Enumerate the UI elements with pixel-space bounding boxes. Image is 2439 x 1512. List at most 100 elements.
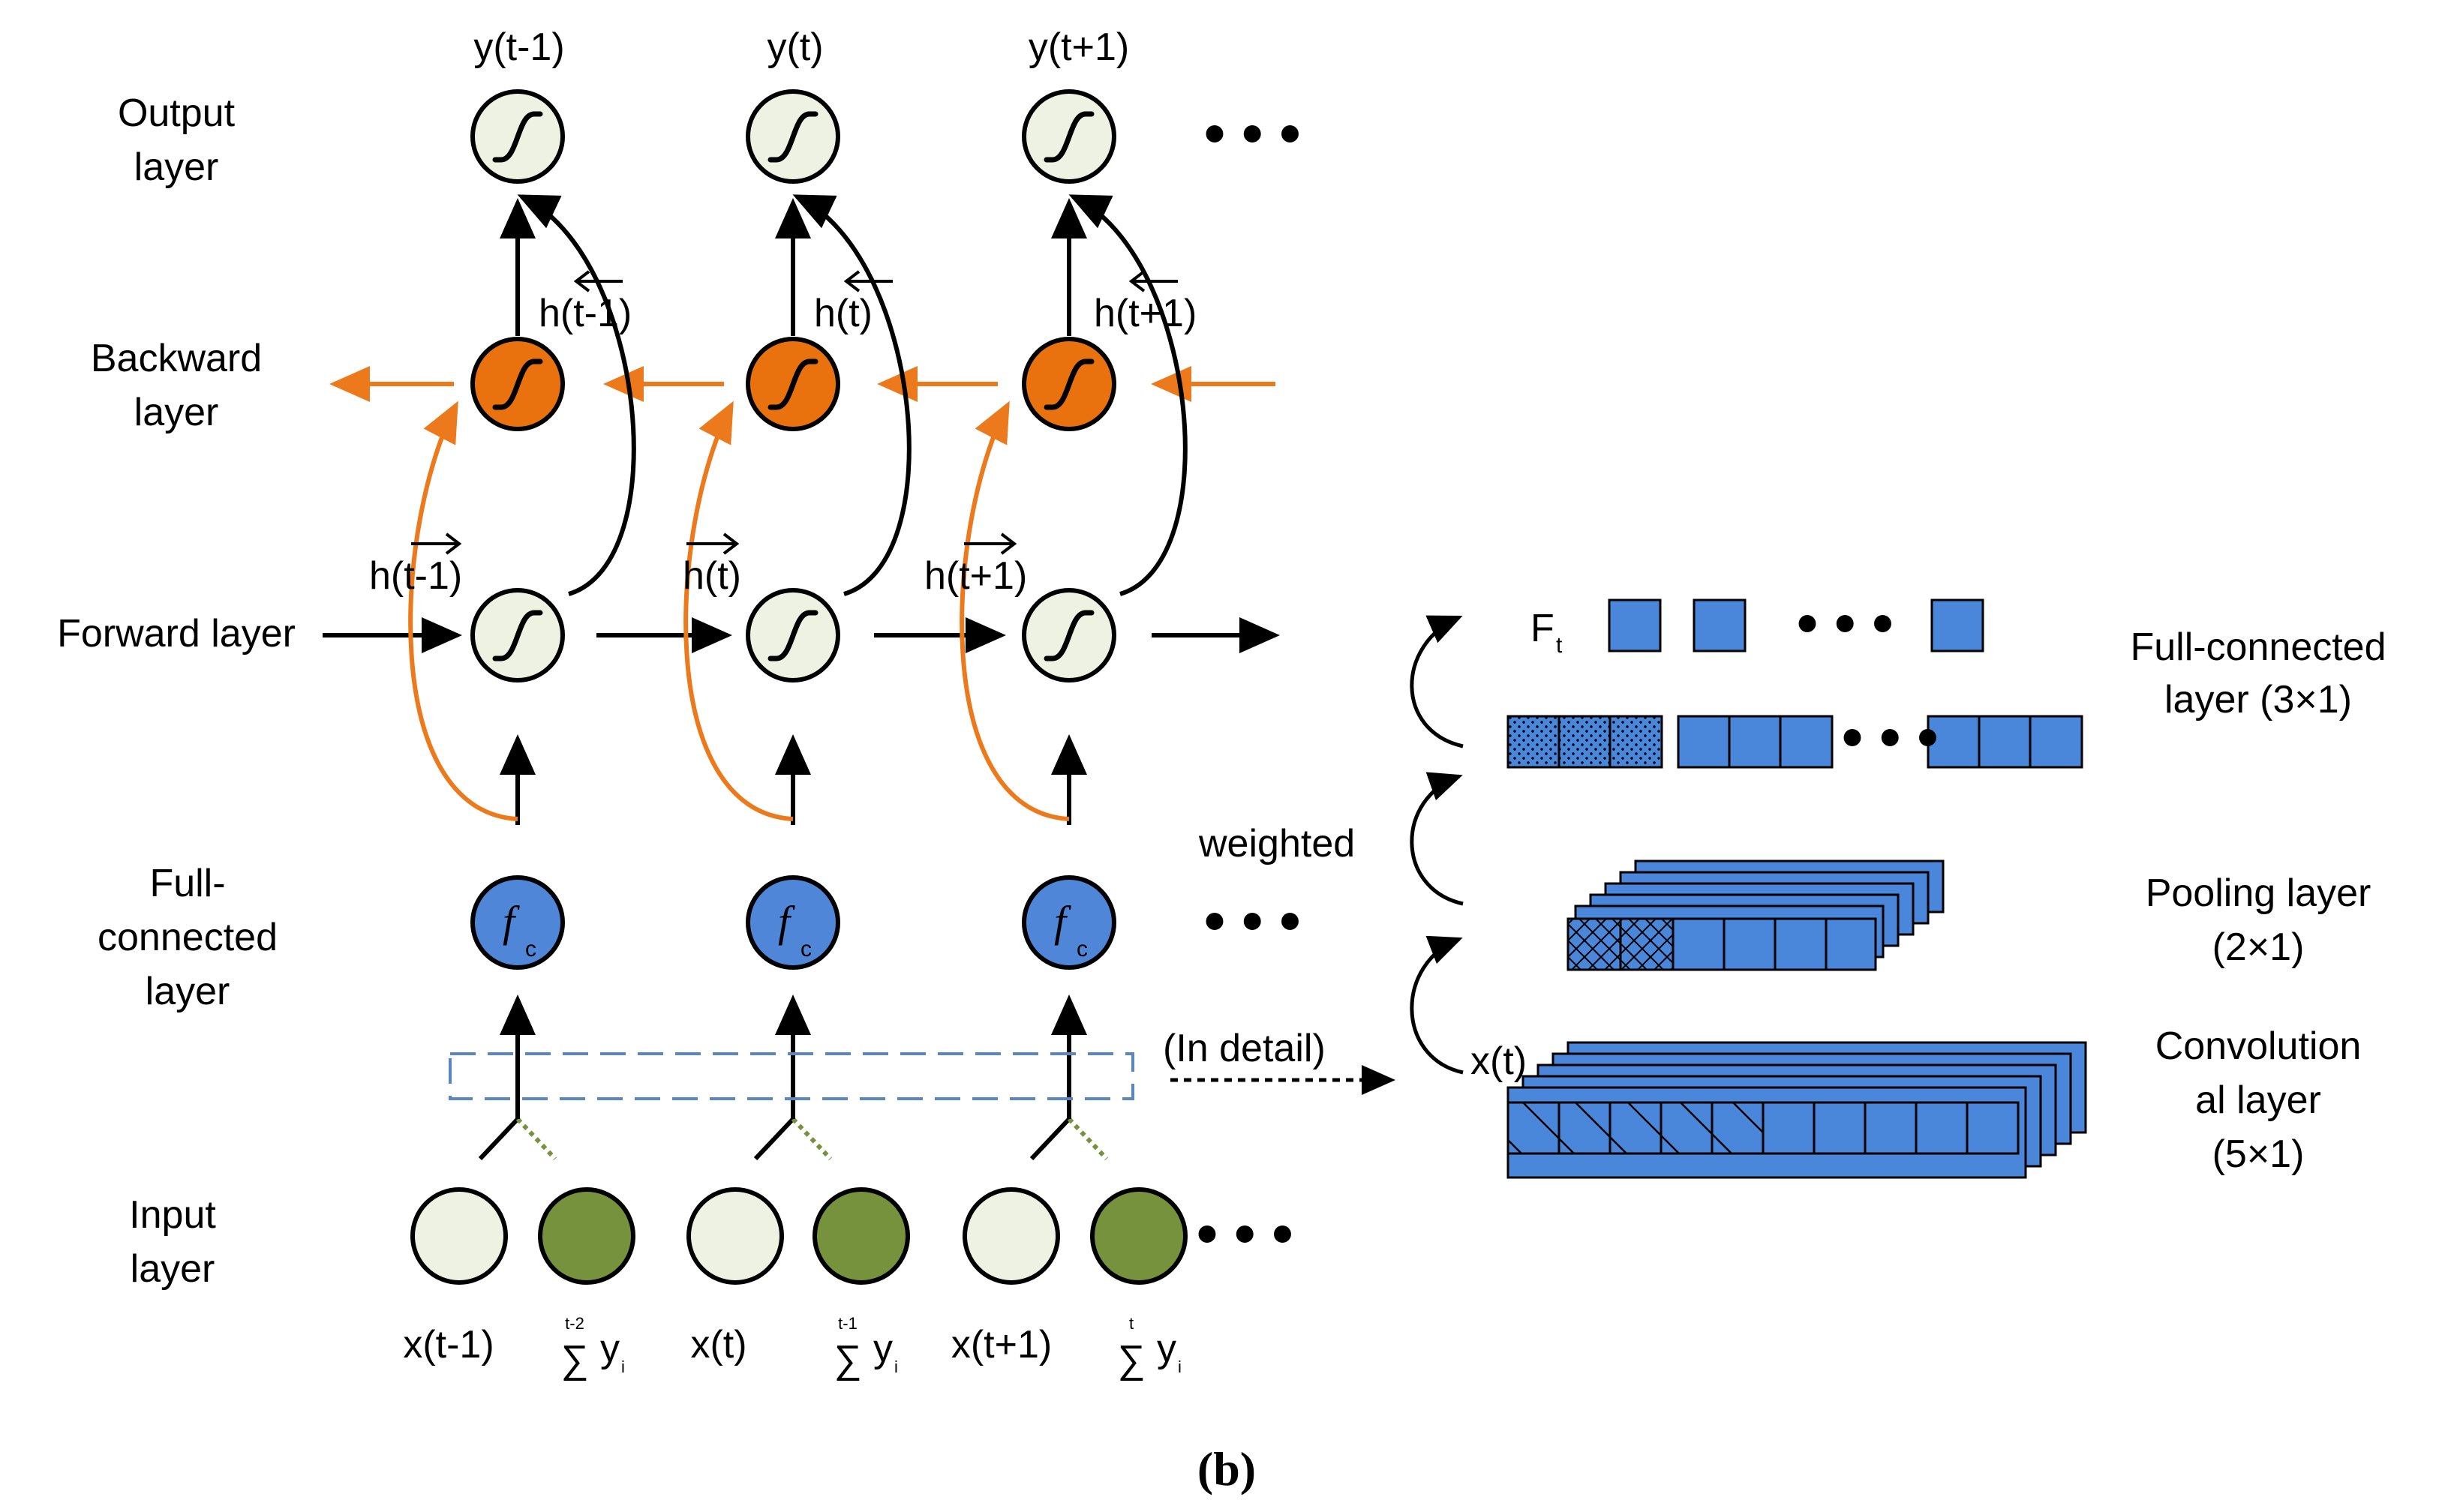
fc-subscript-3: c [1077, 937, 1088, 962]
convolution-label-line3: (5×1) [2212, 1132, 2305, 1176]
input-x-label-3: x(t+1) [951, 1323, 1052, 1366]
c3-input-split-right [1067, 1117, 1109, 1161]
layer-labels: Output layer Backward layer Forward laye… [57, 92, 296, 1291]
fc-nodes [470, 875, 1116, 970]
ellipsis-fc: • • • [1204, 887, 1300, 954]
forward-state-label-1: h(t-1) [369, 554, 462, 598]
flattened-dotted-block [1506, 715, 1663, 769]
cnn-curved-arrows [1410, 615, 1464, 1075]
sum-symbol-2: ∑ [834, 1338, 861, 1382]
fc-node-3 [1022, 875, 1116, 970]
sum-upper-2: t-1 [838, 1314, 858, 1333]
column-1-connections [408, 194, 636, 1161]
sigmoid-icon [1044, 111, 1095, 163]
sum-sub-1: i [621, 1358, 625, 1376]
fc-layer-label-line3: layer [146, 970, 230, 1013]
sigmoid-icon [492, 610, 543, 662]
fc-layer-label-line1: Full- [149, 862, 225, 905]
backward-layer-label-line2: layer [134, 391, 219, 434]
convolution-label-line2: al layer [2195, 1078, 2321, 1122]
input-layer-label-line2: layer [131, 1247, 215, 1291]
convolution-front-plain [1762, 1101, 2020, 1155]
ft-blocks [1608, 598, 1984, 652]
ellipsis-output: • • • [1204, 100, 1300, 166]
curve-conv-to-pool [1410, 935, 1464, 1075]
fc-layer-label-line2: connected [98, 916, 278, 959]
fc-node-2 [746, 875, 840, 970]
convolution-front-patterned [1506, 1101, 1765, 1155]
backward-state-label-1: h(t-1) [539, 292, 632, 335]
ellipsis-ft: • • • [1797, 590, 1893, 656]
c3-input-split-left [1029, 1117, 1071, 1161]
sum-sub-3: i [1178, 1358, 1182, 1376]
pooling-stack [1566, 860, 1945, 971]
fc-node-1 [470, 875, 565, 970]
weighted-label: weighted [1198, 822, 1355, 866]
sigmoid-icons [492, 111, 1095, 662]
input-dashed-box [449, 1052, 1134, 1100]
c3-forward-to-output [1068, 194, 1188, 596]
fc-subscript-2: c [800, 937, 812, 962]
input-nodes [410, 1187, 1188, 1285]
ft-label: F [1530, 607, 1554, 650]
output-labels: y(t-1) y(t) y(t+1) [473, 26, 1129, 69]
output-layer-label-line1: Output [118, 92, 236, 135]
c1-fc-to-backward [408, 400, 518, 821]
forward-state-label-3: h(t+1) [924, 554, 1027, 598]
left-arrow-icon [573, 270, 1178, 292]
c1-input-split-left [478, 1117, 520, 1161]
sigmoid-icon [767, 358, 819, 410]
input-node-sum-3 [1090, 1187, 1188, 1285]
c2-forward-to-output [792, 194, 912, 596]
figure-caption: (b) [1197, 1442, 1256, 1496]
input-node-sum-1 [538, 1187, 635, 1285]
input-layer-label-line1: Input [129, 1193, 216, 1237]
sigmoid-icon [492, 358, 543, 410]
detail-x-label: x(t) [1470, 1040, 1527, 1083]
c3-fc-to-backward [960, 400, 1070, 821]
input-node-x-2 [686, 1187, 784, 1285]
c1-input-split-right [515, 1117, 557, 1161]
sigmoid-icon [767, 111, 819, 163]
sigmoid-icon [492, 111, 543, 163]
sum-sub-2: i [894, 1358, 898, 1376]
sigmoid-icon [1044, 610, 1095, 662]
ft-subscript: t [1556, 633, 1563, 658]
input-labels: x(t-1) x(t) x(t+1) t-2 ∑ y i t-1 ∑ y i t… [403, 1314, 1182, 1382]
ellipsis-input: • • • [1197, 1200, 1293, 1267]
backward-state-labels: h(t-1) h(t) h(t+1) [539, 270, 1197, 335]
sum-upper-3: t [1129, 1314, 1134, 1333]
backward-layer-label-line1: Backward [91, 337, 262, 380]
input-node-x-1 [410, 1187, 508, 1285]
curve-flat-to-ft [1410, 615, 1464, 748]
sum-var-2: y [873, 1327, 893, 1370]
convolution-stack [1506, 1041, 2087, 1179]
sum-var-3: y [1157, 1327, 1176, 1370]
c1-forward-to-output [517, 194, 636, 596]
output-layer-label-line2: layer [134, 146, 219, 189]
fc-subscript-1: c [525, 937, 536, 962]
sum-symbol-3: ∑ [1117, 1338, 1145, 1382]
sigmoid-icon [767, 610, 819, 662]
curve-pool-to-flat [1410, 772, 1464, 906]
column-2-connections [683, 194, 912, 1161]
sum-symbol-1: ∑ [560, 1338, 588, 1382]
flattened-block-last [1927, 715, 2083, 769]
flattened-row [1506, 715, 2083, 769]
forward-state-labels: h(t-1) h(t) h(t+1) [369, 532, 1027, 598]
output-label-3: y(t+1) [1029, 26, 1129, 69]
forward-layer-label: Forward layer [57, 612, 296, 656]
ellipses: • • • • • • • • • [1197, 100, 1300, 1267]
input-node-x-3 [963, 1187, 1060, 1285]
sum-var-1: y [600, 1327, 620, 1370]
pooling-label-line1: Pooling layer [2146, 872, 2371, 915]
c2-input-split-left [753, 1117, 795, 1161]
c2-input-split-right [791, 1117, 833, 1161]
convolution-label-line1: Convolution [2155, 1024, 2362, 1068]
input-x-label-2: x(t) [690, 1323, 746, 1366]
fc-detail-label-line1: Full-connected [2130, 626, 2386, 669]
input-x-label-1: x(t-1) [403, 1323, 494, 1366]
output-label-1: y(t-1) [473, 26, 564, 69]
backward-state-label-3: h(t+1) [1094, 292, 1197, 335]
